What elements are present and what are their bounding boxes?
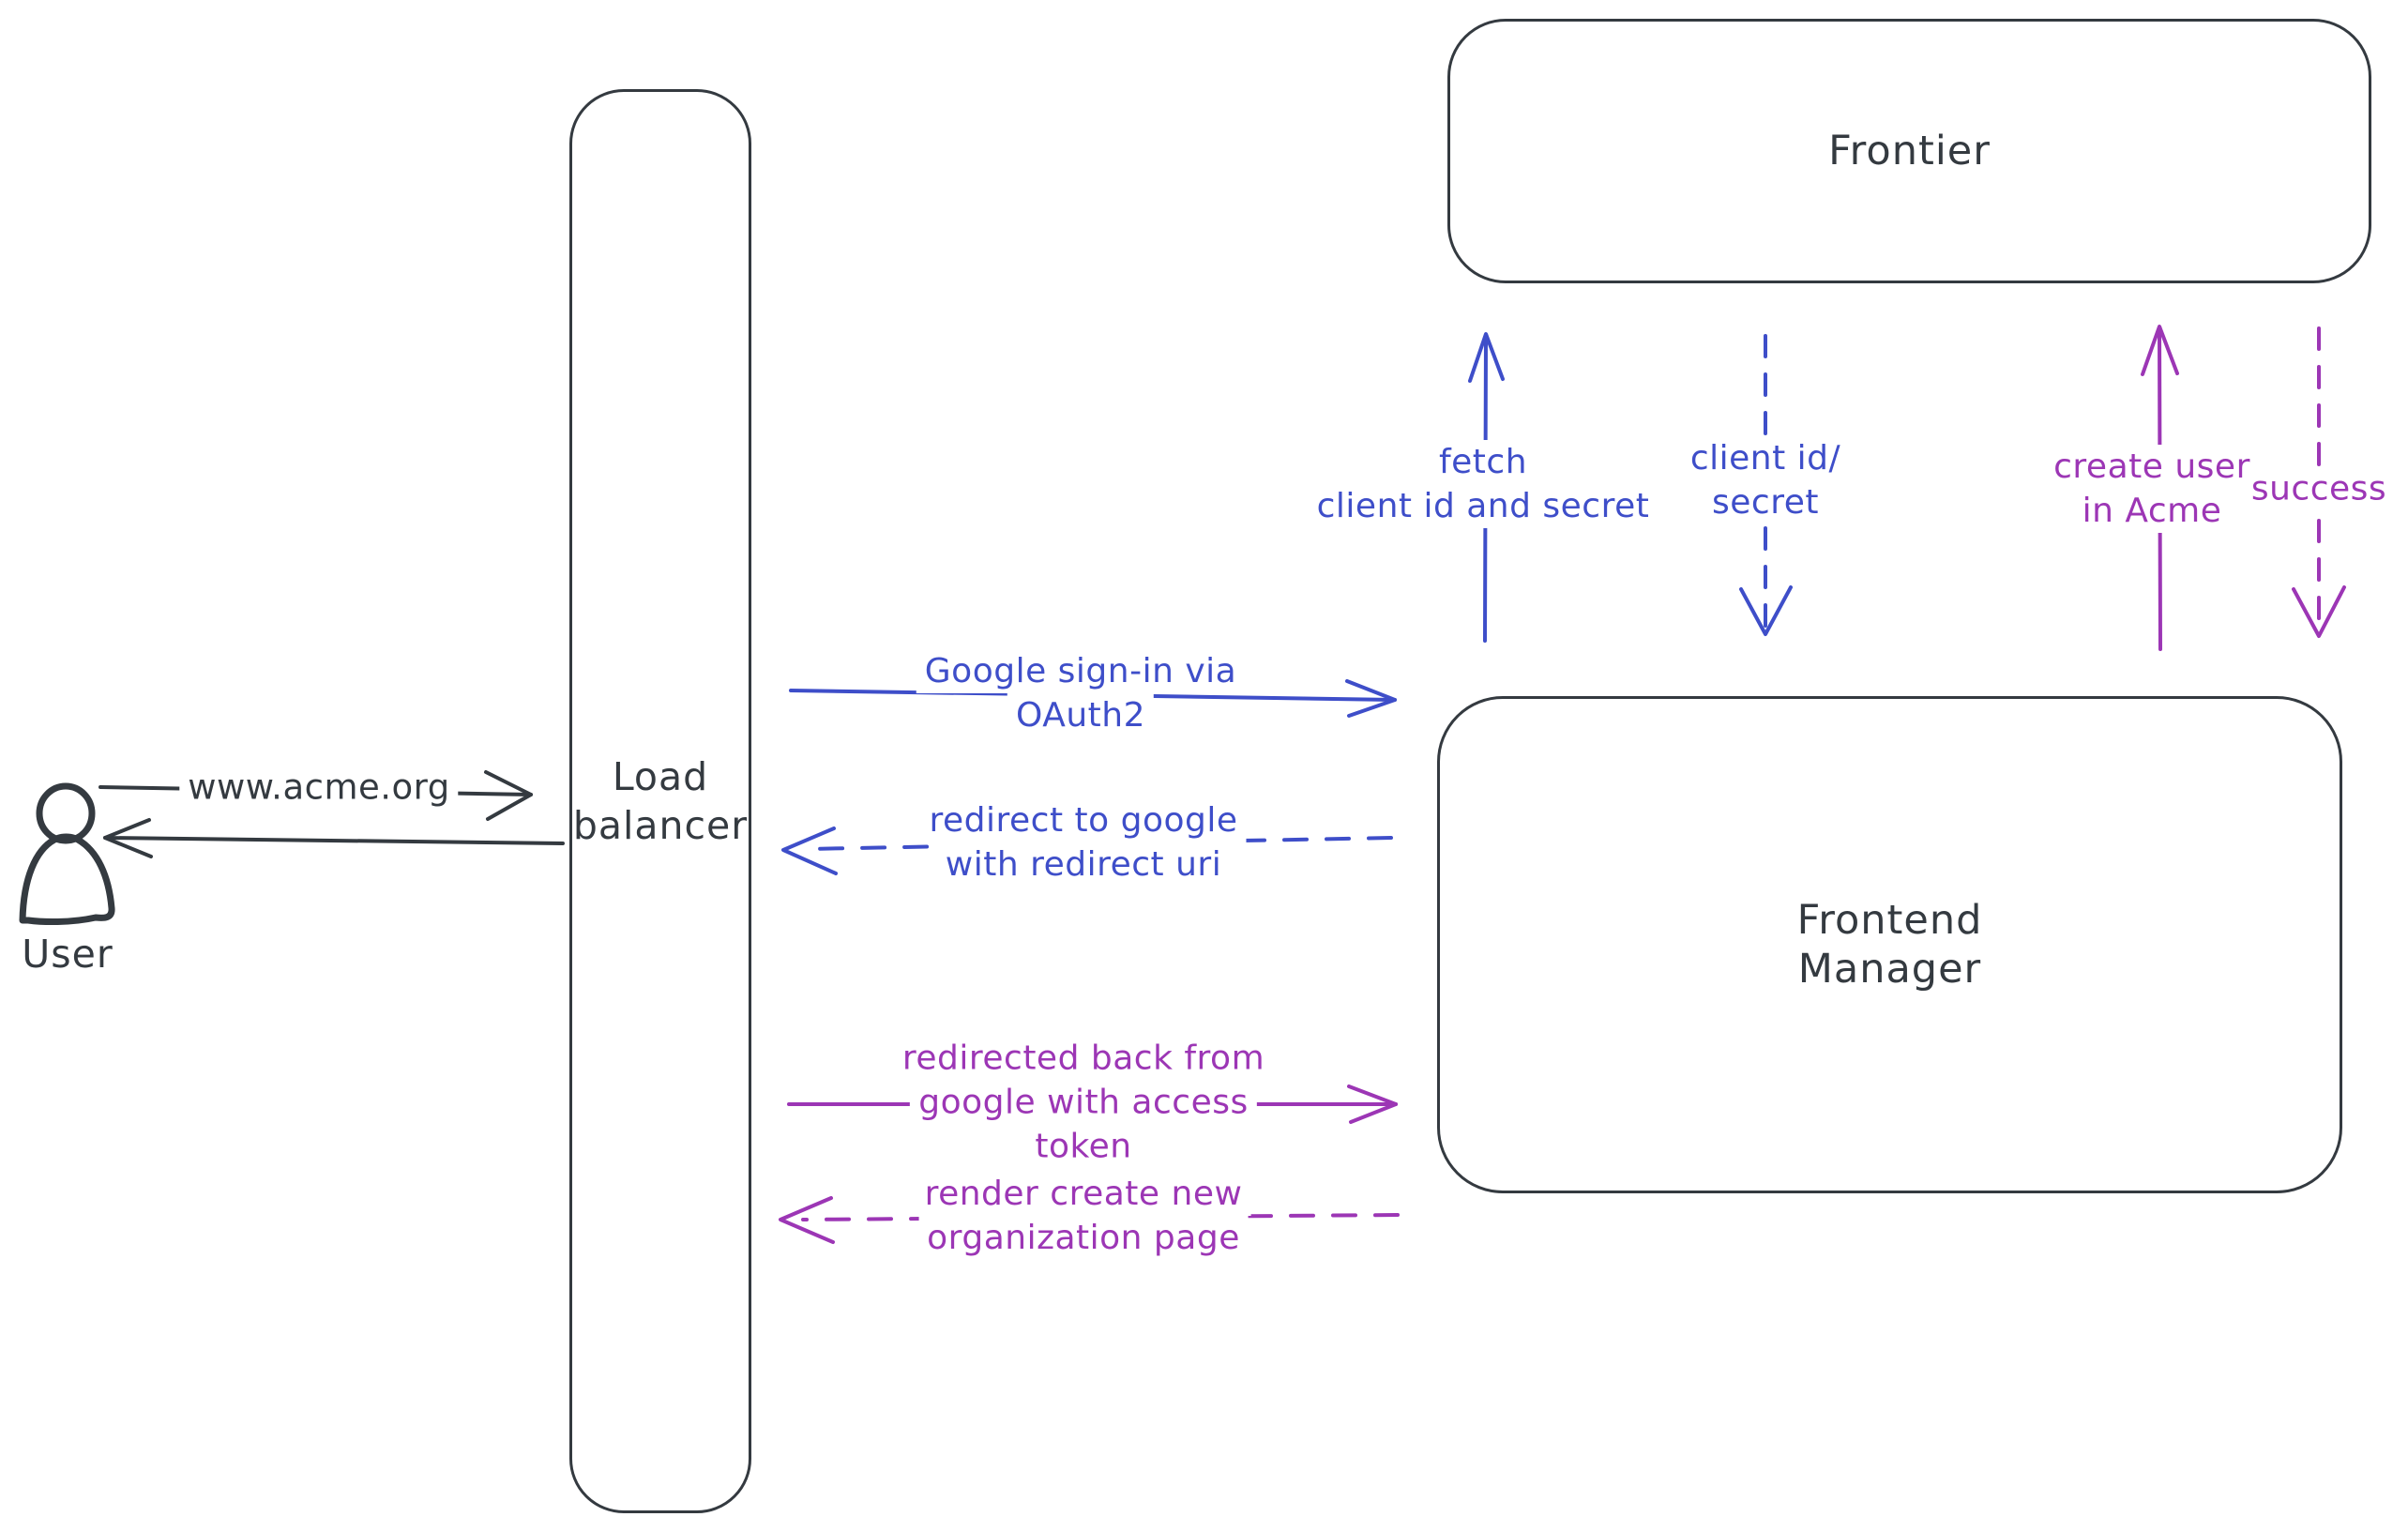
edge-label-create-user-line2: in Acme [2073, 489, 2231, 533]
edge-label-redirected-back-line2: google with access [910, 1080, 1257, 1125]
edge-label-google-signin-line2: OAuth2 [1007, 693, 1154, 737]
load-balancer-label: Load balancer [573, 752, 748, 850]
arrow-head [2292, 585, 2346, 638]
node-frontier: Frontier [1447, 19, 2371, 283]
arrow-return-to-user [103, 818, 565, 858]
arrow-head [103, 818, 153, 858]
edge-label-render-page-line1: render create new [916, 1172, 1251, 1216]
arrow-redirect-google [781, 827, 1393, 875]
edge-label-client-id-secret: client id/ secret [1681, 436, 1850, 524]
edge-label-fetch-client: fetch client id and secret [1308, 440, 1658, 528]
edge-label-redirect-google-line1: redirect to google [920, 798, 1247, 842]
arrow-client-id-secret [1739, 334, 1793, 636]
arrow-head [484, 770, 533, 821]
frontier-label: Frontier [1828, 127, 1991, 175]
arrow-head [781, 827, 838, 875]
edge-label-create-user: create user in Acme [2045, 445, 2259, 533]
arrow-success [2292, 326, 2346, 638]
user-body [19, 833, 115, 926]
edge-label-google-signin-line1: Google sign-in via [916, 649, 1246, 693]
edge-label-redirected-back: redirected back from google with access … [893, 1036, 1274, 1169]
user-head [36, 782, 96, 844]
edge-label-fetch-client-line2: client id and secret [1308, 484, 1658, 528]
user-person-icon [19, 782, 115, 926]
edge-label-success-text: success [2242, 466, 2396, 511]
node-frontend-manager: Frontend Manager [1437, 696, 2342, 1193]
edge-label-client-id-secret-line2: secret [1704, 480, 1827, 524]
edge-label-www-acme: www.acme.org [179, 765, 459, 810]
arrow-head [1347, 1085, 1398, 1124]
edge-label-create-user-line1: create user [2045, 445, 2259, 489]
arrow-head [1468, 332, 1505, 383]
node-load-balancer: Load balancer [569, 89, 751, 1513]
arrow-head [1345, 679, 1397, 718]
arrow-head [1739, 585, 1793, 636]
edge-label-success: success [2242, 466, 2396, 511]
edge-label-render-page: render create new organization page [916, 1172, 1251, 1260]
frontend-manager-label: Frontend Manager [1797, 896, 1983, 994]
arrow-head [779, 1196, 835, 1244]
edge-label-fetch-client-line1: fetch [1430, 440, 1537, 484]
edge-label-redirect-google-line2: with redirect uri [936, 842, 1231, 887]
edge-label-render-page-line2: organization page [918, 1216, 1249, 1260]
user-label: User [22, 932, 114, 977]
edge-label-www-acme-text: www.acme.org [179, 765, 459, 810]
frontier-label-text: Frontier [1828, 128, 1991, 174]
arrow-head [2141, 325, 2179, 376]
edge-label-google-signin: Google sign-in via OAuth2 [916, 649, 1246, 737]
load-balancer-label-line2: balancer [572, 803, 749, 848]
frontend-manager-label-line1: Frontend [1796, 897, 1983, 944]
edge-label-redirect-google: redirect to google with redirect uri [920, 798, 1247, 887]
edge-label-redirected-back-line1: redirected back from [893, 1036, 1274, 1081]
arrow-line [803, 836, 1393, 851]
load-balancer-label-line1: Load [612, 754, 709, 799]
edge-label-client-id-secret-line1: client id/ [1681, 436, 1850, 480]
edge-label-redirected-back-line3: token [1026, 1124, 1141, 1169]
arrow-line [103, 836, 565, 845]
frontend-manager-label-line2: Manager [1797, 946, 1982, 993]
